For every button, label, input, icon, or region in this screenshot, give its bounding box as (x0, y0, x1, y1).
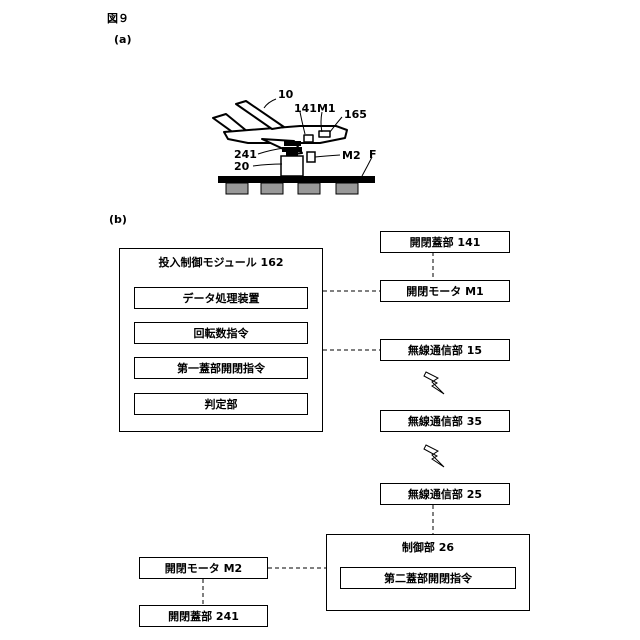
part-a-label: (a) (114, 34, 131, 45)
rotation-command-block: 回転数指令 (134, 322, 308, 344)
lid-241-block: 開閉蓋部 241 (139, 605, 268, 627)
ref-lid-motor: 141M1 (294, 103, 336, 114)
motor-m1-block: 開閉モータ M1 (380, 280, 510, 302)
ref-lower-lid: 241 (234, 149, 257, 160)
wireless-25-block: 無線通信部 25 (380, 483, 510, 505)
figure-number: 図９ (107, 13, 129, 24)
wireless-15-block: 無線通信部 15 (380, 339, 510, 361)
floor-rail (218, 176, 375, 194)
wireless-35-block: 無線通信部 35 (380, 410, 510, 432)
control-module-title: 投入制御モジュール 162 (120, 257, 322, 268)
control-unit-title: 制御部 26 (327, 542, 529, 553)
ref-floor: F (369, 149, 377, 160)
ref-motor2: M2 (342, 150, 361, 161)
ground-station (281, 156, 303, 176)
first-lid-command-block: 第一蓋部開閉指令 (134, 357, 308, 379)
data-processor-block: データ処理装置 (134, 287, 308, 309)
judgement-block: 判定部 (134, 393, 308, 415)
motor-m2-block: 開閉モータ M2 (139, 557, 268, 579)
second-lid-command-block: 第二蓋部開閉指令 (340, 567, 516, 589)
ref-ground-station: 20 (234, 161, 249, 172)
ref-aircraft: 10 (278, 89, 293, 100)
lid-141-block: 開閉蓋部 141 (380, 231, 510, 253)
ref-module: 165 (344, 109, 367, 120)
part-b-label: (b) (109, 214, 127, 225)
